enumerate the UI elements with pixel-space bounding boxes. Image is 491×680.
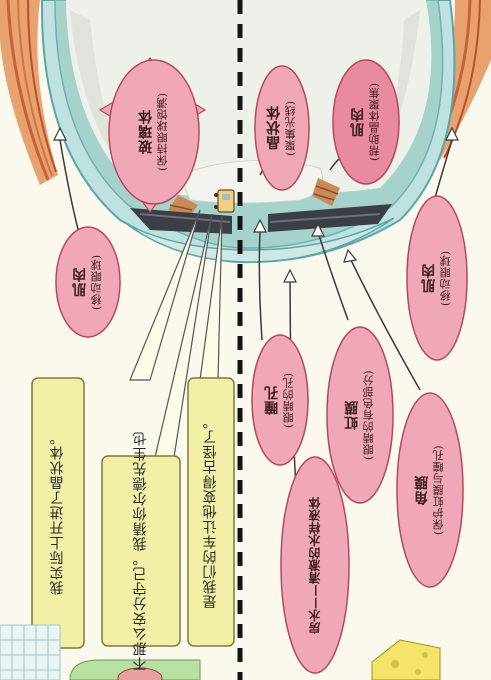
iris-label: 虹膜 (眼睛的有色部分) (334, 345, 386, 485)
caption-1: 我实际上开进了晶状体。 (34, 384, 82, 642)
cornea-label: 角膜 (保护虹膜与瞳孔) (404, 410, 456, 570)
aqueous-label: 房水——清澈的水样液体 (296, 470, 334, 660)
muscle-right-label: 肌肉 (移动眼球) (414, 220, 460, 336)
caption-2-line2: 不那么安分守己。 (132, 551, 151, 671)
caption-2: 不那么安分守己。 我猜你尔德先生也 (104, 462, 178, 640)
lens-desc: (聚集光线) (284, 100, 299, 156)
muscle-right-desc: (移动眼球) (439, 250, 454, 306)
muscle-left-name: 肌肉 (71, 267, 90, 297)
cornea-desc: (保护虹膜与瞳孔) (432, 445, 447, 535)
aqueous-text: 房水——清澈的水样液体 (307, 496, 323, 634)
muscle-left-desc: (移动眼球) (90, 254, 105, 310)
caption-3-text: 是我们的车让他变得古怪了。 (202, 415, 221, 610)
iris-desc: (眼睛的有色部分) (362, 370, 377, 460)
muscle-left-label: 肌肉 (移动眼球) (64, 240, 112, 324)
vitreous-desc: (保持眼球饱满) (156, 93, 171, 172)
ciliary-desc: (帮助晶体聚焦) (368, 83, 383, 162)
vitreous-name: 玻璃体 (137, 110, 156, 155)
muscle-right-name: 肌肉 (420, 263, 439, 293)
cornea-name: 角膜 (413, 475, 432, 505)
lens-name: 晶状体 (265, 106, 284, 151)
pupil-label: 瞳孔 (眼睛的孔) (258, 350, 302, 450)
pupil-name: 瞳孔 (263, 385, 282, 415)
iris-name: 虹膜 (343, 400, 362, 430)
caption-2-line1: 我猜你尔德先生也 (132, 431, 151, 551)
caption-1-text: 我实际上开进了晶状体。 (49, 431, 68, 596)
caption-3: 是我们的车让他变得古怪了。 (190, 384, 232, 640)
lens-label: 晶状体 (聚集光线) (262, 78, 302, 178)
vitreous-label: 玻璃体 (保持眼球饱满) (118, 72, 190, 192)
ciliary-label: 肌肉 (帮助晶体聚焦) (340, 68, 392, 176)
ciliary-name: 肌肉 (349, 107, 368, 137)
pupil-desc: (眼睛的孔) (282, 372, 297, 428)
